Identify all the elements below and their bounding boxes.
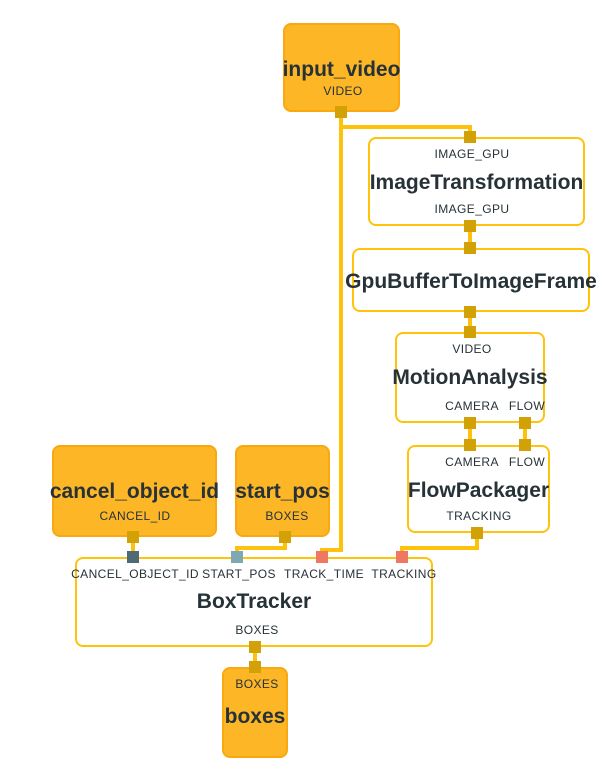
- port-label: FLOW: [508, 455, 546, 469]
- node-gpu_buffer_to_image_frame[interactable]: GpuBufferToImageFrame: [345, 248, 597, 312]
- edge-motion_analysis-flow-to-flow_packager-flow: [523, 417, 527, 451]
- port-label: IMAGE_GPU: [434, 147, 510, 161]
- node-title: GpuBufferToImageFrame: [345, 270, 597, 293]
- port-label: CANCEL_OBJECT_ID: [71, 567, 199, 581]
- port-label: FLOW: [508, 399, 546, 413]
- port-gpu_buffer_to_image_frame-top[interactable]: [464, 242, 476, 254]
- node-title: boxes: [224, 705, 286, 728]
- port-flow_packager-flow[interactable]: [519, 439, 531, 451]
- port-motion_analysis-video[interactable]: [464, 326, 476, 338]
- edge-gpu_buffer_to_image_frame-to-motion_analysis-video: [468, 306, 472, 338]
- node-boxes[interactable]: boxes BOXES: [222, 667, 288, 758]
- port-box_tracker-cancel_object_id[interactable]: [127, 551, 139, 563]
- port-label: BOXES: [265, 509, 309, 523]
- port-label: CAMERA: [445, 399, 499, 413]
- port-label: VIDEO: [323, 84, 363, 98]
- node-title: FlowPackager: [407, 479, 550, 502]
- port-label: TRACK_TIME: [283, 567, 365, 581]
- port-image_transformation-image_gpu[interactable]: [464, 131, 476, 143]
- node-motion_analysis[interactable]: MotionAnalysis VIDEO CAMERA FLOW: [392, 332, 548, 423]
- node-title: input_video: [282, 58, 401, 81]
- edge-start_pos-boxes-to-box_tracker-start_pos: [235, 546, 287, 550]
- port-box_tracker-tracking[interactable]: [396, 551, 408, 563]
- edge-input_video-video-to-image_transformation: [339, 125, 472, 129]
- port-gpu_buffer_to_image_frame-bottom[interactable]: [464, 306, 476, 318]
- port-box_tracker-start_pos[interactable]: [231, 551, 243, 563]
- port-cancel_object_id-cancel_id[interactable]: [127, 531, 139, 543]
- port-motion_analysis-camera[interactable]: [464, 417, 476, 429]
- edge-box_tracker-boxes-to-boxes: [253, 641, 257, 672]
- port-box_tracker-track_time[interactable]: [316, 551, 328, 563]
- port-label: VIDEO: [452, 342, 492, 356]
- node-title: BoxTracker: [196, 590, 312, 613]
- port-flow_packager-camera[interactable]: [464, 439, 476, 451]
- port-label: START_POS: [202, 567, 276, 581]
- port-start_pos-boxes[interactable]: [279, 531, 291, 543]
- port-label: TRACKING: [371, 567, 437, 581]
- edge-image_transformation-to-gpu_buffer_to_image_frame: [468, 220, 472, 254]
- port-flow_packager-tracking[interactable]: [471, 527, 483, 539]
- port-label: CAMERA: [445, 455, 499, 469]
- node-title: cancel_object_id: [49, 480, 220, 503]
- port-input_video-video[interactable]: [335, 106, 347, 118]
- port-label: BOXES: [235, 623, 279, 637]
- node-title: MotionAnalysis: [392, 366, 548, 389]
- edge-input_video-video-to-box_tracker-track_time: [320, 548, 343, 552]
- port-box_tracker-boxes[interactable]: [249, 641, 261, 653]
- edge-motion_analysis-camera-to-flow_packager-camera: [468, 417, 472, 451]
- port-label: BOXES: [235, 677, 279, 691]
- port-image_transformation-image_gpu[interactable]: [464, 220, 476, 232]
- node-flow_packager[interactable]: FlowPackager CAMERA FLOW TRACKING: [407, 445, 550, 533]
- port-label: TRACKING: [446, 509, 512, 523]
- edge-cancel_object_id-to-box_tracker-cancel_object_id: [131, 530, 135, 562]
- port-boxes-boxes[interactable]: [249, 661, 261, 673]
- node-title: ImageTransformation: [369, 171, 584, 194]
- port-motion_analysis-flow[interactable]: [519, 417, 531, 429]
- node-title: start_pos: [235, 480, 330, 503]
- port-label: CANCEL_ID: [99, 509, 171, 523]
- edge-input_video-video-to-box_tracker-track_time: [339, 114, 343, 552]
- edge-flow_packager-tracking-to-box_tracker-tracking: [400, 546, 479, 550]
- port-label: IMAGE_GPU: [434, 202, 510, 216]
